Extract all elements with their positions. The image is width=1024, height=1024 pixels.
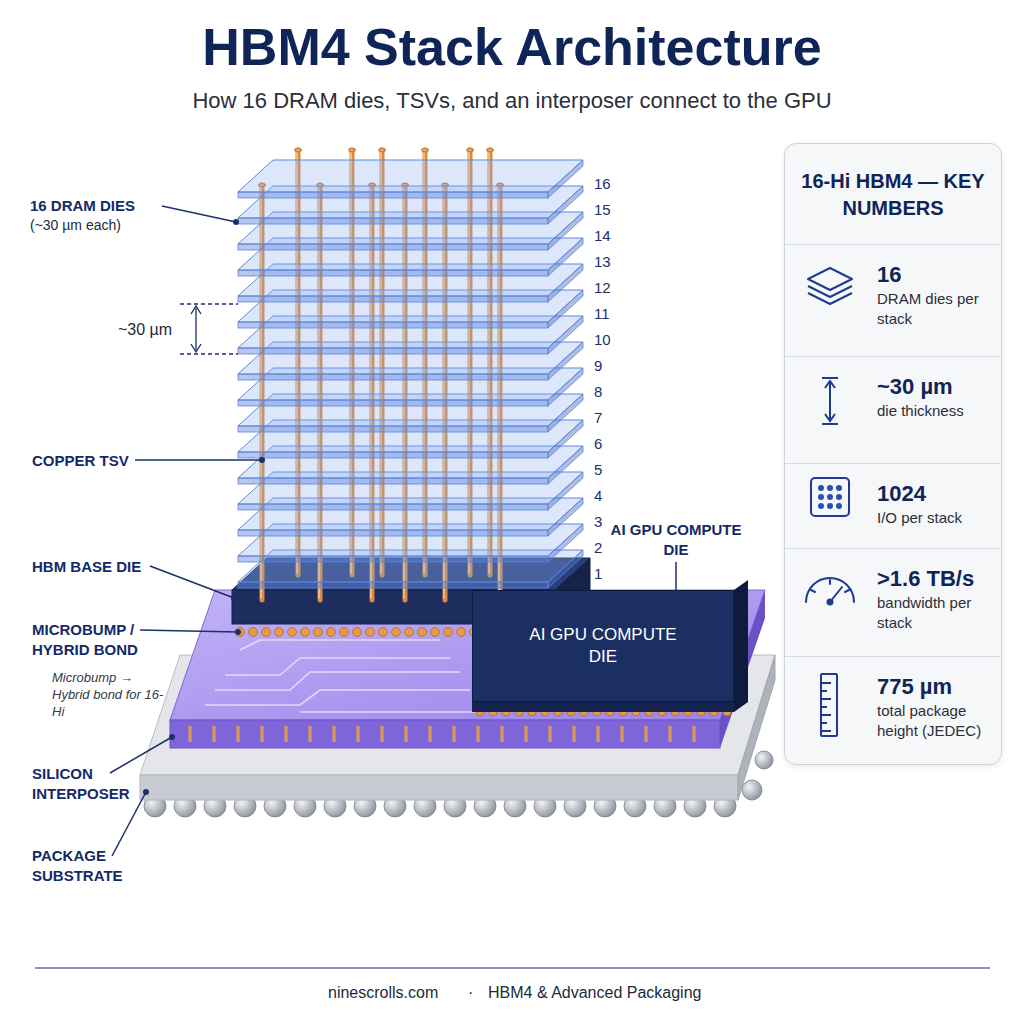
key-value: 16 xyxy=(877,261,994,289)
footer-text: ninescrolls.com xyxy=(328,983,468,1004)
leader-dots xyxy=(143,219,679,795)
die-number: 6 xyxy=(594,434,624,454)
callout-label: SILICON INTERPOSER xyxy=(32,764,152,803)
key-description: total package height (JEDEC) xyxy=(877,701,995,741)
key-description: die thickness xyxy=(877,401,995,421)
silicon-interposer xyxy=(170,590,765,748)
key-number-row: ~30 µmdie thickness xyxy=(785,356,1000,463)
callout-label: 16 DRAM DIES xyxy=(30,196,180,216)
dram-die xyxy=(238,160,583,198)
die-number: 3 xyxy=(594,512,624,532)
die-number: 14 xyxy=(594,226,624,246)
key-number-row: 1024I/O per stack xyxy=(785,463,1000,548)
interposer-vias xyxy=(190,726,694,742)
callout-label: PACKAGE SUBSTRATE xyxy=(32,846,152,885)
footer-text: HBM4 & Advanced Packaging xyxy=(488,983,748,1004)
thickness-dimension xyxy=(180,304,238,354)
key-numbers-panel: 16-Hi HBM4 — KEY NUMBERS 16DRAM dies per … xyxy=(784,143,1002,765)
die-number: 15 xyxy=(594,200,624,220)
key-value: 775 µm xyxy=(877,673,994,701)
gpu-compute-die: AI GPU COMPUTE DIE xyxy=(472,590,734,702)
key-value: ~30 µm xyxy=(877,373,994,401)
callout-note: (~30 µm each) xyxy=(30,216,180,234)
callout-label: AI GPU COMPUTE DIE xyxy=(598,520,754,559)
dimension-label: ~30 µm xyxy=(118,320,188,341)
die-number: 2 xyxy=(594,538,624,558)
die-number: 8 xyxy=(594,382,624,402)
die-number: 7 xyxy=(594,408,624,428)
key-number-row: >1.6 TB/sbandwidth per stack xyxy=(785,548,1000,656)
key-value: >1.6 TB/s xyxy=(877,565,994,593)
die-number: 16 xyxy=(594,174,624,194)
key-number-row: 16DRAM dies per stack xyxy=(785,244,1000,356)
callout-note: Microbump → Hybrid bond for 16-Hi xyxy=(52,670,167,721)
key-number-row: 775 µmtotal package height (JEDEC) xyxy=(785,656,1000,761)
panel-heading: 16-Hi HBM4 — KEY NUMBERS xyxy=(785,144,1001,222)
diagram-subtitle: How 16 DRAM dies, TSVs, and an interpose… xyxy=(0,86,1024,116)
gpu-die-sides xyxy=(472,580,748,712)
die-number: 1 xyxy=(594,564,624,584)
die-number: 4 xyxy=(594,486,624,506)
callout-label: MICROBUMP / HYBRID BOND xyxy=(32,620,162,659)
dram-die-stack xyxy=(238,160,583,588)
die-number: 11 xyxy=(594,304,624,324)
footer-rule xyxy=(35,967,990,968)
die-number: 13 xyxy=(594,252,624,272)
die-number: 9 xyxy=(594,356,624,376)
die-number: 5 xyxy=(594,460,624,480)
diagram-title: HBM4 Stack Architecture xyxy=(0,16,1024,78)
key-description: bandwidth per stack xyxy=(877,593,995,633)
leader-lines xyxy=(110,206,676,856)
callout-label: COPPER TSV xyxy=(32,451,162,471)
key-description: DRAM dies per stack xyxy=(877,289,995,329)
die-number: 10 xyxy=(594,330,624,350)
key-description: I/O per stack xyxy=(877,508,995,528)
footer-separator: · xyxy=(468,983,482,1004)
key-value: 1024 xyxy=(877,480,994,508)
die-number: 12 xyxy=(594,278,624,298)
die-label: AI GPU COMPUTE DIE xyxy=(528,624,678,668)
callout-label: HBM BASE DIE xyxy=(32,557,172,577)
